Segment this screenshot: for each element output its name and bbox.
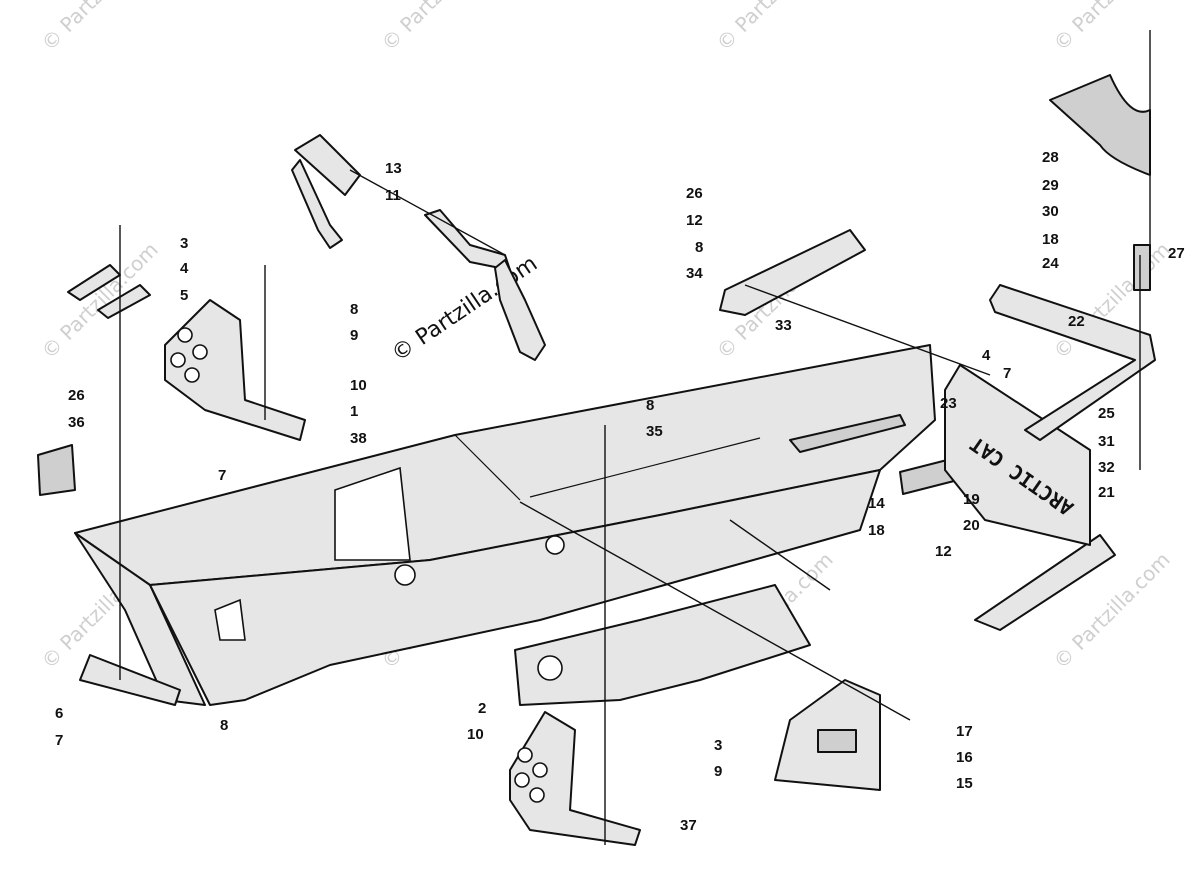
callout-11: 11 — [385, 187, 401, 204]
callout-14: 14 — [868, 495, 885, 512]
watermark: © Partzilla.com — [377, 0, 503, 56]
callout-7: 7 — [218, 467, 226, 484]
callout-7: 7 — [55, 732, 63, 749]
callout-2: 2 — [478, 700, 486, 717]
callout-labels: 1 2 3 3 4 4 5 6 7 7 7 8 8 8 8 9 9 10 10 … — [55, 149, 1185, 834]
callout-6: 6 — [55, 705, 63, 722]
callout-4: 4 — [180, 260, 189, 277]
callout-36: 36 — [68, 414, 85, 431]
watermark: © Partzilla.com — [37, 237, 163, 363]
callout-16: 16 — [956, 749, 973, 766]
bumper-part-36 — [37, 444, 76, 496]
callout-34: 34 — [686, 265, 703, 282]
bracket-part-10-lower — [509, 711, 641, 846]
callout-8: 8 — [220, 717, 228, 734]
callout-31: 31 — [1098, 433, 1115, 450]
warning-decal-part-16 — [817, 729, 857, 753]
callout-27: 27 — [1168, 245, 1185, 262]
callout-35: 35 — [646, 423, 663, 440]
callout-33: 33 — [775, 317, 792, 334]
callout-4: 4 — [982, 347, 991, 364]
bumper-bar-part-12-lower — [974, 534, 1116, 631]
lower-rail-part-2 — [514, 584, 811, 706]
callout-9: 9 — [350, 327, 358, 344]
steering-post-part-11 — [291, 134, 546, 361]
callout-8: 8 — [646, 397, 654, 414]
leader-lines — [119, 169, 1141, 845]
watermark: © Partzilla.com — [1049, 0, 1175, 56]
guard-part-15 — [774, 679, 881, 791]
bumper-bar-part-12-upper — [719, 229, 866, 316]
callout-28: 28 — [1042, 149, 1059, 166]
callout-3: 3 — [714, 737, 722, 754]
callout-13: 13 — [385, 160, 402, 177]
callout-20: 20 — [963, 517, 980, 534]
callout-18: 18 — [1042, 231, 1059, 248]
clip-part-6 — [79, 654, 181, 706]
callout-5: 5 — [180, 287, 188, 304]
callout-26: 26 — [68, 387, 85, 404]
callout-10: 10 — [350, 377, 367, 394]
callout-19: 19 — [963, 491, 980, 508]
watermark: © Partzilla.com — [37, 0, 163, 56]
callout-26: 26 — [686, 185, 703, 202]
callout-37: 37 — [680, 817, 697, 834]
bracket-part-10-upper — [164, 299, 306, 441]
callout-21: 21 — [1098, 484, 1115, 501]
callout-3: 3 — [180, 235, 188, 252]
callout-8: 8 — [695, 239, 703, 256]
callout-10: 10 — [467, 726, 484, 743]
callout-1: 1 — [350, 403, 358, 420]
callout-8: 8 — [350, 301, 358, 318]
callout-18: 18 — [868, 522, 885, 539]
callout-7: 7 — [1003, 365, 1011, 382]
callout-24: 24 — [1042, 255, 1059, 272]
callout-17: 17 — [956, 723, 973, 740]
tunnel-part-1 — [74, 344, 936, 706]
callout-38: 38 — [350, 430, 367, 447]
callout-29: 29 — [1042, 177, 1059, 194]
callout-12: 12 — [935, 543, 952, 560]
callout-12: 12 — [686, 212, 703, 229]
flag-part-28 — [1049, 30, 1151, 291]
gusset-part-5 — [97, 284, 151, 319]
callout-22: 22 — [1068, 313, 1085, 330]
watermark: © Partzilla.com — [712, 0, 838, 56]
callout-15: 15 — [956, 775, 973, 792]
snow-flap-part-21: ARCTIC CAT — [944, 364, 1091, 546]
callout-25: 25 — [1098, 405, 1115, 422]
callout-32: 32 — [1098, 459, 1115, 476]
rail-part-14 — [789, 414, 906, 453]
callout-9: 9 — [714, 763, 722, 780]
callout-30: 30 — [1042, 203, 1059, 220]
rear-bumper-part-25 — [989, 284, 1156, 441]
callout-23: 23 — [940, 395, 957, 412]
